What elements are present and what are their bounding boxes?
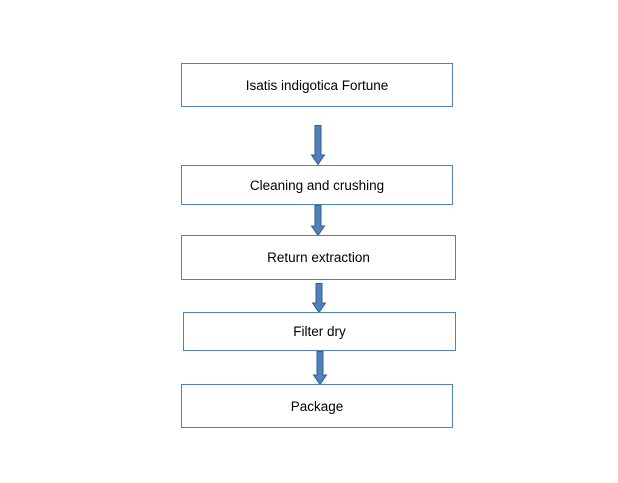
step-box-return-extraction: Return extraction <box>181 235 456 280</box>
step-label: Isatis indigotica Fortune <box>245 77 389 93</box>
step-label: Cleaning and crushing <box>249 177 385 193</box>
down-arrow-icon <box>311 283 327 314</box>
step-box-filter-dry: Filter dry <box>183 312 456 351</box>
step-label: Filter dry <box>293 324 346 339</box>
down-arrow-icon <box>310 205 326 237</box>
step-label: Return extraction <box>267 250 370 265</box>
down-arrow-icon <box>312 351 328 386</box>
step-box-package: Package <box>181 384 453 428</box>
step-box-isatis-indigotica-fortune: Isatis indigotica Fortune <box>181 63 453 107</box>
down-arrow-icon <box>310 125 326 166</box>
step-box-cleaning-and-crushing: Cleaning and crushing <box>181 165 453 205</box>
step-label: Package <box>290 398 344 414</box>
